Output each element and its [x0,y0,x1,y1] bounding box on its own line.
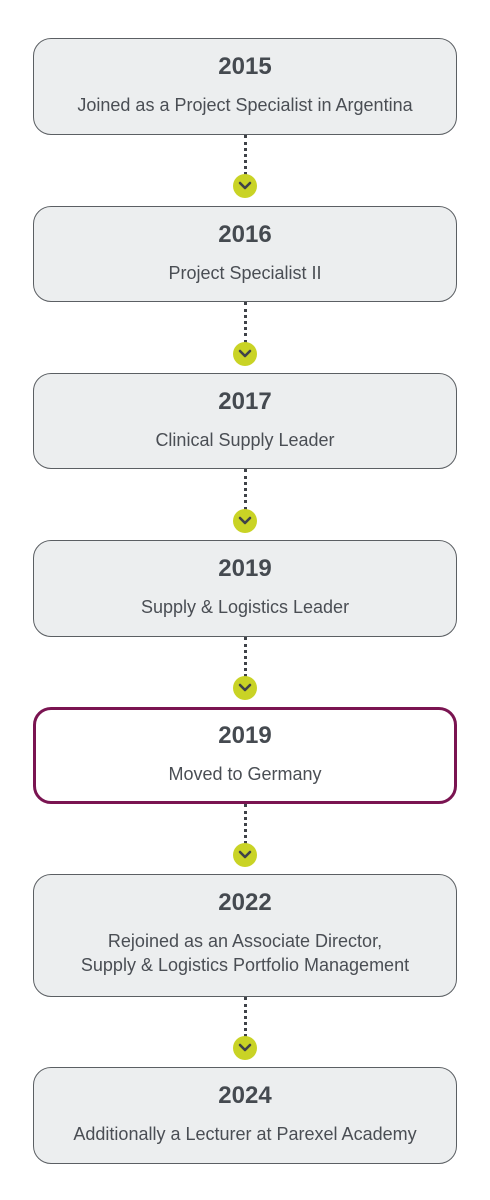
timeline-card-highlighted: 2019 Moved to Germany [33,707,457,804]
timeline-year: 2017 [218,388,272,415]
timeline-connector [244,135,247,175]
timeline-card: 2024 Additionally a Lecturer at Parexel … [33,1067,457,1164]
timeline-connector [244,469,247,510]
timeline-description: Project Specialist II [168,263,322,283]
timeline-card: 2017 Clinical Supply Leader [33,373,457,469]
timeline-connector [244,302,247,343]
timeline-connector [244,804,247,844]
chevron-down-icon [233,843,257,867]
timeline-description: Moved to Germany [168,764,322,784]
timeline-year: 2015 [218,53,272,80]
timeline-card: 2016 Project Specialist II [33,206,457,302]
timeline-year: 2019 [218,555,272,582]
timeline-year: 2022 [218,889,272,916]
timeline-year: 2016 [218,221,272,248]
timeline-connector [244,997,247,1037]
timeline-description: Supply & Logistics Leader [140,597,350,617]
timeline-year: 2019 [218,722,272,749]
timeline-year: 2024 [218,1082,272,1109]
chevron-down-icon [233,676,257,700]
chevron-down-icon [233,342,257,366]
timeline-card: 2022 Rejoined as an Associate Director, … [33,874,457,997]
timeline-description: Clinical Supply Leader [155,430,335,450]
chevron-down-icon [233,174,257,198]
timeline-card: 2015 Joined as a Project Specialist in A… [33,38,457,135]
timeline-description: Rejoined as an Associate Director, Suppl… [80,931,410,975]
timeline-description: Joined as a Project Specialist in Argent… [77,95,413,115]
chevron-down-icon [233,509,257,533]
chevron-down-icon [233,1036,257,1060]
timeline-connector [244,637,247,677]
timeline-card: 2019 Supply & Logistics Leader [33,540,457,637]
timeline-description: Additionally a Lecturer at Parexel Acade… [73,1124,417,1144]
